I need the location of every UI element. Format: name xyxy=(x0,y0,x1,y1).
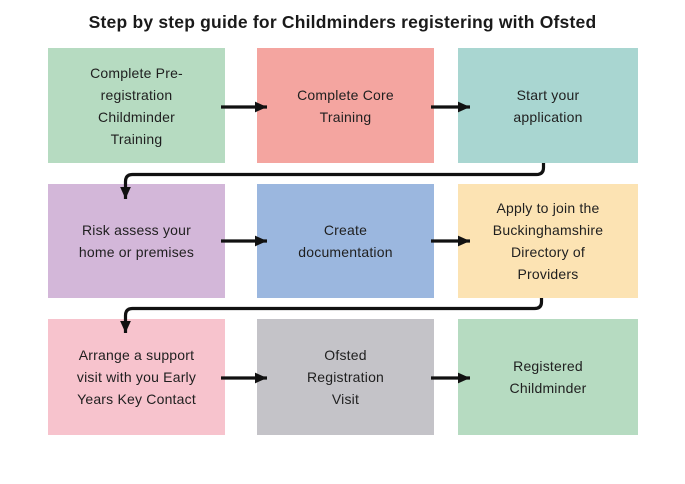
page-title: Step by step guide for Childminders regi… xyxy=(88,12,597,32)
step-label: Start your application xyxy=(513,86,583,125)
step-create-documentation: Create documentation xyxy=(257,184,434,298)
step-risk-assess: Risk assess your home or premises xyxy=(48,184,225,298)
step-label: Apply to join the Buckinghamshire Direct… xyxy=(492,200,604,282)
step-label: Registered Childminder xyxy=(509,358,587,396)
step-pre-registration-training: Complete Pre- registration Childminder T… xyxy=(48,48,225,163)
step-label: Complete Core Training xyxy=(297,86,394,125)
step-core-training: Complete Core Training xyxy=(257,48,434,163)
step-join-directory: Apply to join the Buckinghamshire Direct… xyxy=(458,184,638,298)
step-label: Complete Pre- registration Childminder T… xyxy=(90,64,183,147)
step-start-application: Start your application xyxy=(458,48,638,163)
step-label: Arrange a support visit with you Early Y… xyxy=(76,347,197,407)
step-label: Ofsted Registration Visit xyxy=(306,347,385,407)
step-ofsted-visit: Ofsted Registration Visit xyxy=(257,319,434,435)
step-label: Risk assess your home or premises xyxy=(78,222,195,260)
step-label: Create documentation xyxy=(298,222,393,260)
step-registered-childminder: Registered Childminder xyxy=(458,319,638,435)
step-support-visit: Arrange a support visit with you Early Y… xyxy=(48,319,225,435)
